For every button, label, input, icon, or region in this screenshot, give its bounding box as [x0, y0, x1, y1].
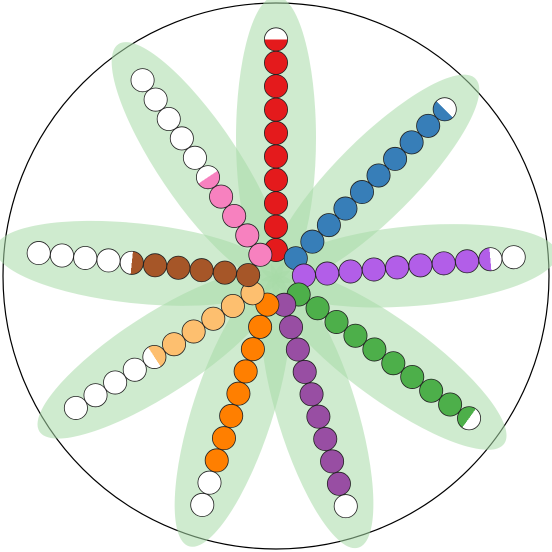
- bead-brown-3: [189, 258, 214, 283]
- bead-brown-5: [143, 253, 168, 278]
- bead-orange-8: [204, 448, 229, 473]
- bead-blue-4: [333, 196, 358, 221]
- bead-blue-8: [399, 130, 424, 155]
- bead-green-5: [362, 337, 387, 362]
- bead-orange-4: [233, 359, 258, 384]
- bead-purple-9: [326, 471, 351, 496]
- bead-red-2: [263, 214, 288, 239]
- bead-brown-8: [73, 245, 98, 270]
- bead-purple-light-9: [478, 247, 503, 272]
- bead-peach-3: [201, 306, 226, 331]
- bead-purple-light-8: [455, 249, 480, 274]
- bead-brown-4: [166, 255, 191, 280]
- bead-brown-1: [236, 263, 261, 288]
- bead-blue-6: [366, 163, 391, 188]
- bead-purple-5: [299, 382, 324, 407]
- bead-blue-7: [383, 146, 408, 171]
- bead-purple-7: [313, 427, 338, 452]
- bead-orange-10: [190, 492, 215, 517]
- bead-orange-2: [248, 314, 273, 339]
- bead-blue-5: [349, 180, 374, 205]
- bead-brown-2: [212, 260, 237, 285]
- bead-pink-4: [209, 184, 234, 209]
- bead-green-10: [457, 406, 482, 431]
- bead-purple-4: [292, 359, 317, 384]
- bead-brown-9: [49, 243, 74, 268]
- bead-red-4: [263, 167, 288, 192]
- bead-green-9: [438, 392, 463, 417]
- bead-blue-3: [316, 213, 341, 238]
- bead-purple-light-5: [385, 255, 410, 280]
- bead-red-7: [263, 97, 288, 122]
- bead-purple-8: [320, 449, 345, 474]
- bead-pink-6: [182, 145, 207, 170]
- bead-green-8: [419, 378, 444, 403]
- bead-purple-light-10: [501, 245, 526, 270]
- bead-green-6: [381, 351, 406, 376]
- bead-red-6: [263, 121, 288, 146]
- bead-orange-5: [226, 381, 251, 406]
- bead-red-9: [263, 50, 288, 75]
- bead-pink-9: [143, 87, 168, 112]
- bead-orange-3: [240, 337, 265, 362]
- bead-orange-6: [219, 403, 244, 428]
- bead-purple-3: [285, 337, 310, 362]
- bead-pink-1: [248, 242, 273, 267]
- bead-pink-7: [169, 126, 194, 151]
- bead-brown-10: [26, 241, 51, 266]
- bead-peach-6: [142, 344, 167, 369]
- bead-purple-light-3: [338, 259, 363, 284]
- bead-purple-10: [333, 494, 358, 519]
- bead-blue-9: [416, 113, 441, 138]
- bead-orange-7: [211, 426, 236, 451]
- bead-brown-6: [119, 250, 144, 275]
- bead-peach-5: [162, 332, 187, 357]
- bead-green-2: [305, 296, 330, 321]
- bead-peach-8: [103, 370, 128, 395]
- bead-purple-light-6: [408, 253, 433, 278]
- bead-purple-6: [306, 404, 331, 429]
- bead-pink-5: [195, 165, 220, 190]
- bead-peach-10: [63, 395, 88, 420]
- bead-blue-10: [432, 97, 457, 122]
- bead-red-3: [263, 191, 288, 216]
- bead-purple-light-7: [431, 251, 456, 276]
- bead-red-10: [263, 27, 288, 52]
- bead-pink-8: [156, 106, 181, 131]
- bead-peach-4: [181, 319, 206, 344]
- bead-brown-7: [96, 248, 121, 273]
- bead-pink-2: [235, 223, 260, 248]
- bead-peach-2: [220, 293, 245, 318]
- bead-green-7: [400, 364, 425, 389]
- bead-red-5: [263, 144, 288, 169]
- bead-pink-3: [222, 203, 247, 228]
- bead-peach-9: [83, 383, 108, 408]
- bead-orange-9: [197, 470, 222, 495]
- bead-purple-light-2: [315, 261, 340, 286]
- bead-green-3: [324, 309, 349, 334]
- bead-pink-10: [130, 68, 155, 93]
- bead-green-4: [343, 323, 368, 348]
- bead-blue-2: [300, 229, 325, 254]
- bead-purple-light-4: [361, 257, 386, 282]
- bead-purple-2: [279, 315, 304, 340]
- bead-peach-7: [122, 357, 147, 382]
- bead-red-8: [263, 74, 288, 99]
- beads-layer: [26, 27, 526, 519]
